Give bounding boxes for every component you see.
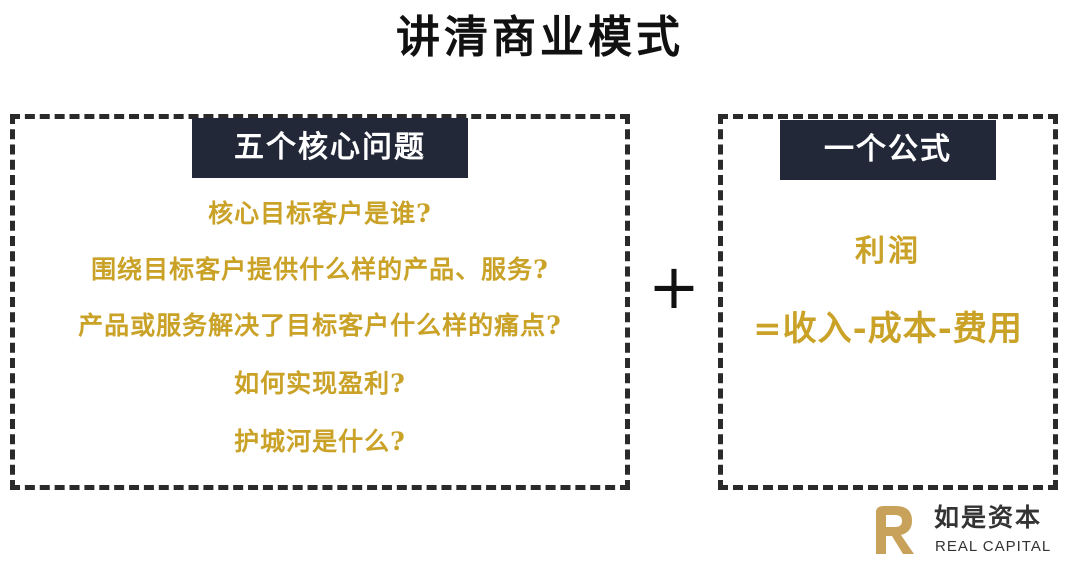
r-logo-icon: [876, 506, 914, 554]
formula-panel: [718, 114, 1058, 490]
question-item: 护城河是什么?: [234, 427, 406, 456]
question-item: 如何实现盈利?: [234, 369, 406, 398]
formula-panel-label: 一个公式: [780, 120, 996, 180]
question-item: 核心目标客户是谁?: [208, 199, 432, 228]
formula-line-equation: =收入-成本-费用: [753, 309, 1023, 349]
formula-line-profit: 利润: [855, 234, 921, 269]
question-item: 围绕目标客户提供什么样的产品、服务?: [91, 255, 549, 284]
logo-text-en: REAL CAPITAL: [935, 538, 1052, 555]
questions-panel: [10, 114, 630, 490]
plus-icon: +: [648, 250, 700, 323]
question-item: 产品或服务解决了目标客户什么样的痛点?: [78, 311, 562, 340]
page-title: 讲清商业模式: [396, 12, 684, 63]
logo-text-cn: 如是资本: [934, 503, 1043, 532]
questions-panel-label: 五个核心问题: [192, 118, 468, 178]
